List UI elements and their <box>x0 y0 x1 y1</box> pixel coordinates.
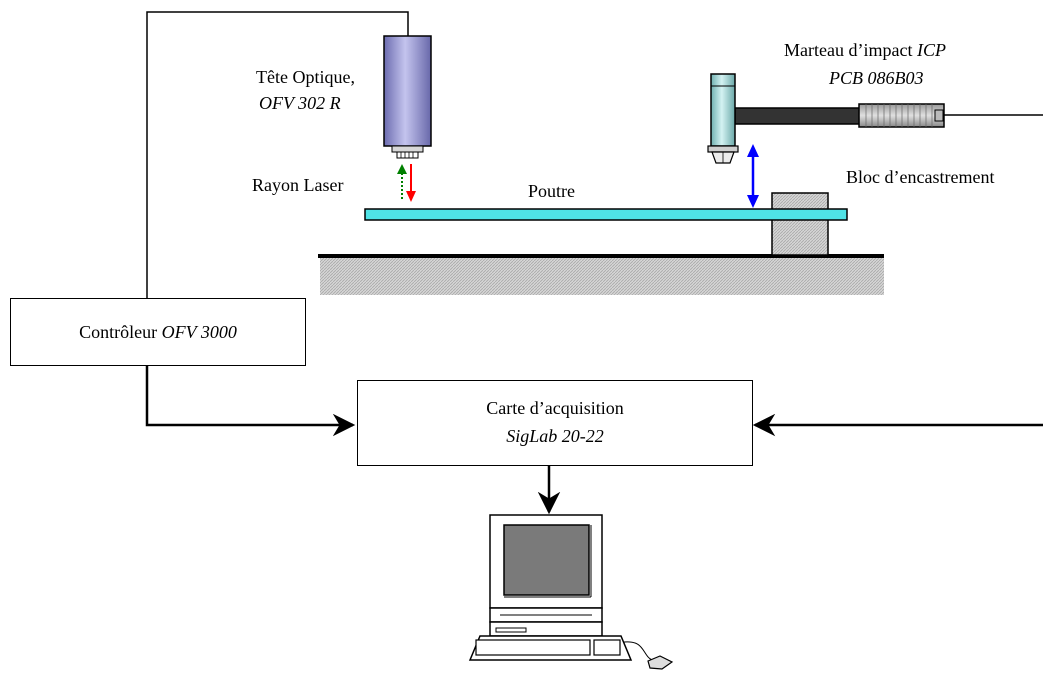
hammer-label: Marteau d’impact ICP <box>784 39 946 61</box>
hammer-model: PCB 086B03 <box>829 68 924 88</box>
laser-out-arrow <box>406 164 416 202</box>
impact-hammer-icon <box>707 73 945 164</box>
ground <box>318 254 884 295</box>
controller-name: Contrôleur <box>79 322 158 342</box>
wires <box>145 11 1043 515</box>
controller-box: Contrôleur OFV 3000 <box>10 298 306 366</box>
hammer-type: ICP <box>916 40 946 60</box>
impact-arrow <box>747 144 759 208</box>
optical-head-label: Tête Optique, <box>256 66 355 88</box>
controller-model: OFV 3000 <box>161 322 237 342</box>
laser-return-arrow <box>397 164 407 199</box>
clamp-label: Bloc d’encastrement <box>846 167 995 187</box>
computer-icon <box>468 514 674 670</box>
beam-label: Poutre <box>528 181 575 201</box>
acquisition-box: Carte d’acquisition SigLab 20-22 <box>357 380 753 466</box>
laser-label: Rayon Laser <box>252 175 344 195</box>
optical-head-icon <box>383 35 432 159</box>
acquisition-model: SigLab 20-22 <box>506 426 604 446</box>
hammer-name: Marteau d’impact <box>784 40 913 60</box>
controller-label: Contrôleur OFV 3000 <box>11 321 305 343</box>
optical-head-model: OFV 302 R <box>259 93 341 113</box>
clamp-block <box>771 192 829 256</box>
optical-head-name: Tête Optique, <box>256 67 355 87</box>
acquisition-name: Carte d’acquisition <box>486 398 624 418</box>
beam-bar <box>364 208 848 221</box>
